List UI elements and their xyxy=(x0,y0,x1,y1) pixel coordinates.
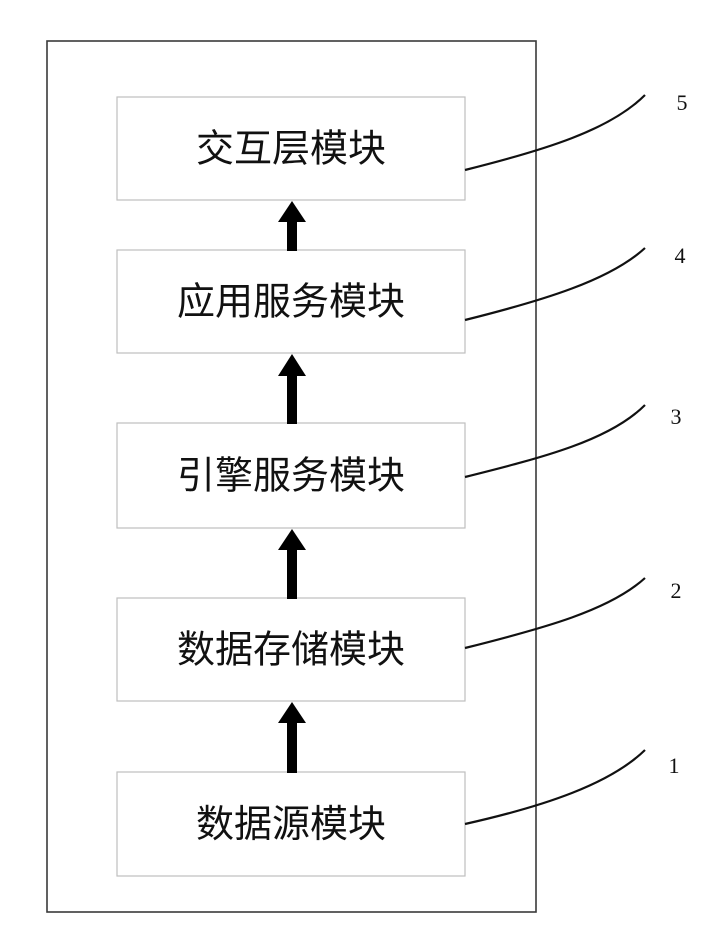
leader-line xyxy=(465,750,645,824)
arrow-up-icon xyxy=(278,354,306,424)
module-data-storage: 数据存储模块 xyxy=(117,598,465,701)
arrow-up-icon xyxy=(278,529,306,599)
arrow-up-icon xyxy=(278,702,306,773)
module-label: 应用服务模块 xyxy=(177,280,405,324)
module-data-source: 数据源模块 xyxy=(117,772,465,876)
leader-line xyxy=(465,95,645,170)
ref-number: 5 xyxy=(677,90,688,115)
module-label: 数据存储模块 xyxy=(177,628,405,672)
ref-number: 3 xyxy=(671,404,682,429)
module-interaction-layer: 交互层模块 xyxy=(117,97,465,200)
leader-line xyxy=(465,248,645,320)
module-application-service: 应用服务模块 xyxy=(117,250,465,353)
ref-number: 1 xyxy=(669,753,680,778)
module-label: 数据源模块 xyxy=(196,802,386,846)
module-label: 引擎服务模块 xyxy=(177,454,405,498)
ref-number: 4 xyxy=(675,243,686,268)
module-label: 交互层模块 xyxy=(196,127,386,171)
arrow-up-icon xyxy=(278,201,306,251)
leader-line xyxy=(465,405,645,477)
ref-number: 2 xyxy=(671,578,682,603)
module-engine-service: 引擎服务模块 xyxy=(117,423,465,528)
leader-line xyxy=(465,578,645,648)
